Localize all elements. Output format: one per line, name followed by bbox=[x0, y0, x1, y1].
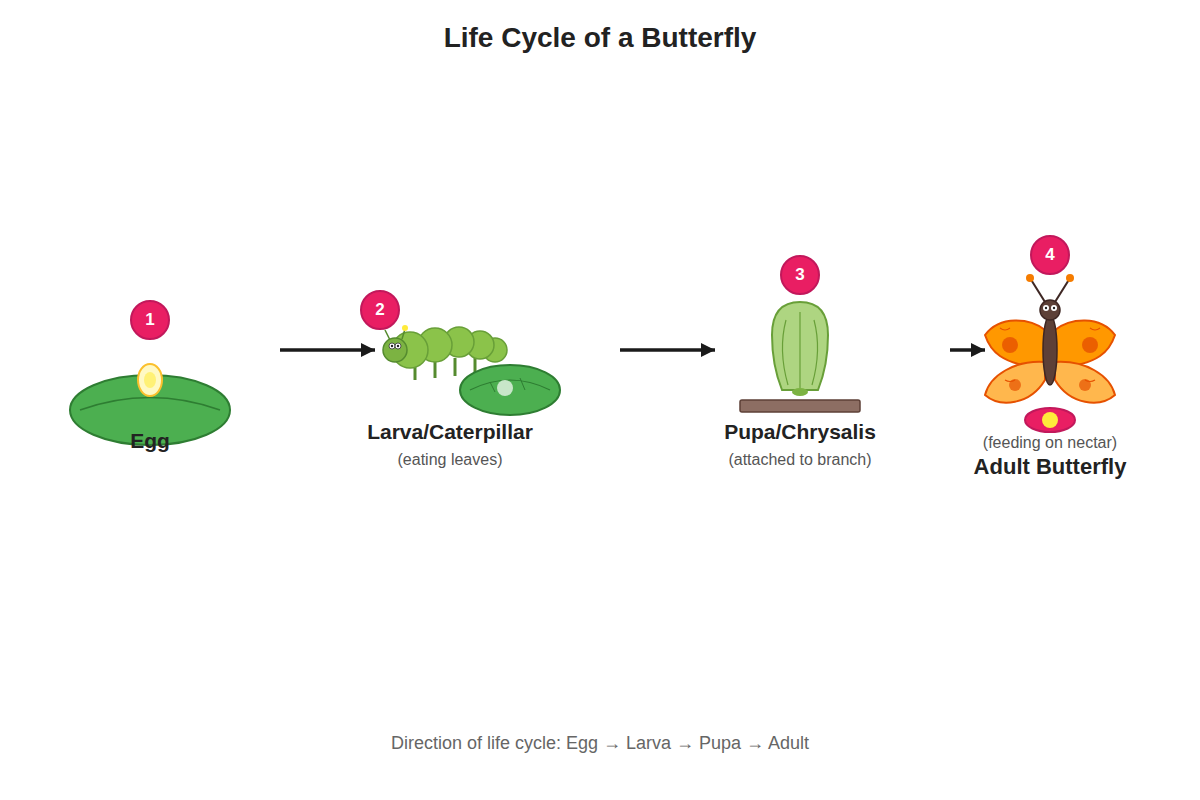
stage-note: (feeding on nectar) bbox=[983, 434, 1117, 452]
eye bbox=[395, 343, 401, 349]
callout-number-text: 3 bbox=[795, 265, 804, 285]
lower-wing bbox=[985, 362, 1045, 403]
eye bbox=[1051, 305, 1057, 311]
eye bbox=[389, 343, 395, 349]
pupil bbox=[391, 345, 393, 347]
chrysalis-line bbox=[812, 320, 818, 385]
pupil bbox=[397, 345, 399, 347]
wing-spot bbox=[1002, 337, 1018, 353]
chrysalis bbox=[772, 302, 828, 390]
stage-arrow bbox=[620, 348, 715, 352]
leaf-vein bbox=[80, 398, 220, 411]
branch bbox=[740, 400, 860, 412]
larva-stage: Larva/Caterpillar(eating leaves)2 bbox=[375, 230, 620, 480]
butterfly-illustration bbox=[985, 274, 1115, 432]
callout-number: 4 bbox=[1030, 235, 1070, 275]
antenna-tip bbox=[1026, 274, 1034, 282]
stage-name: Pupa/Chrysalis bbox=[724, 420, 876, 444]
chrysalis-illustration bbox=[740, 302, 860, 412]
stage-name: Larva/Caterpillar bbox=[367, 420, 533, 444]
antenna bbox=[1055, 278, 1070, 302]
callout-number: 3 bbox=[780, 255, 820, 295]
antenna bbox=[1030, 278, 1045, 302]
chrysalis-line bbox=[782, 320, 788, 385]
callout-number-text: 4 bbox=[1045, 245, 1054, 265]
pupa-stage: Pupa/Chrysalis (attached to branch) 3 bbox=[715, 230, 950, 480]
caterpillar-illustration bbox=[383, 325, 560, 415]
stage-arrow bbox=[280, 348, 375, 352]
butterfly-body bbox=[1043, 315, 1057, 385]
callout-number-text: 2 bbox=[375, 300, 384, 320]
antenna-tip bbox=[402, 325, 408, 331]
egg-yolk bbox=[144, 372, 156, 388]
chrysalis-line bbox=[799, 312, 800, 388]
caterpillar-head bbox=[383, 338, 407, 362]
callout-number: 1 bbox=[130, 300, 170, 340]
wing-spot bbox=[1009, 379, 1021, 391]
leaf-bite-hole bbox=[497, 380, 513, 396]
leg bbox=[454, 358, 457, 376]
eye bbox=[1043, 305, 1049, 311]
diagram-title: Life Cycle of a Butterfly bbox=[0, 22, 1200, 54]
callout-number: 2 bbox=[360, 290, 400, 330]
pupil bbox=[1053, 307, 1055, 309]
diagram-caption: Direction of life cycle: Egg → Larva → P… bbox=[0, 733, 1200, 754]
leaf bbox=[460, 365, 560, 415]
pupil bbox=[1045, 307, 1047, 309]
stage-note: (attached to branch) bbox=[728, 451, 871, 469]
egg-stage: Egg 1 bbox=[20, 230, 280, 480]
stage-name: Adult Butterfly bbox=[974, 454, 1127, 479]
antenna bbox=[385, 330, 390, 340]
antenna-tip bbox=[1066, 274, 1074, 282]
stage-arrow bbox=[950, 348, 985, 352]
wing-spot bbox=[1082, 337, 1098, 353]
adult-stage: Adult Butterfly(feeding on nectar)4 bbox=[985, 230, 1130, 480]
stage-note: (eating leaves) bbox=[398, 451, 503, 469]
flower bbox=[1025, 408, 1075, 432]
silk-pad bbox=[792, 388, 808, 396]
lower-wing bbox=[1055, 362, 1115, 403]
callout-number-text: 1 bbox=[145, 310, 154, 330]
wing-spot bbox=[1079, 379, 1091, 391]
egg bbox=[138, 364, 162, 396]
butterfly-head bbox=[1040, 300, 1060, 320]
stage-name: Egg bbox=[130, 429, 170, 453]
flower-center bbox=[1042, 412, 1058, 428]
